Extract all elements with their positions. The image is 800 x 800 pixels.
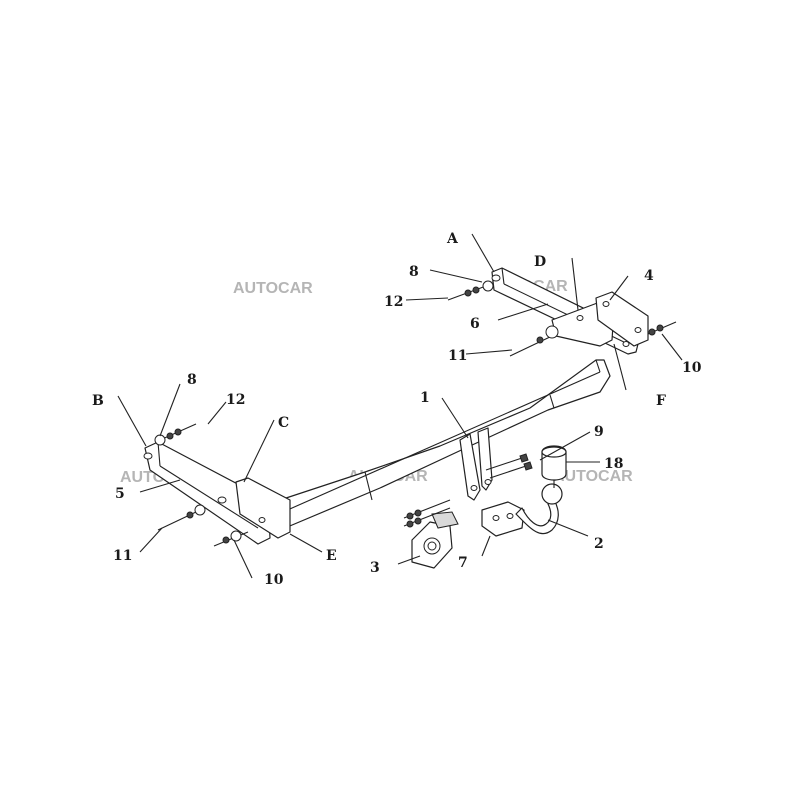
socket-plate — [411, 511, 459, 569]
tow-ball-assembly — [481, 483, 563, 537]
label-part-10-left: 10 — [264, 572, 284, 588]
label-E: E — [326, 548, 337, 564]
label-part-6: 6 — [470, 316, 480, 332]
label-part-8-left: 8 — [187, 372, 197, 388]
bolts-9 — [485, 453, 533, 479]
right-hardware — [447, 280, 677, 357]
plate-4 — [595, 291, 649, 347]
center-hardware — [403, 499, 451, 528]
label-part-3: 3 — [370, 560, 380, 576]
label-F: F — [656, 393, 666, 409]
label-C: C — [278, 415, 289, 431]
label-A: A — [446, 231, 459, 247]
center-mount — [459, 427, 493, 501]
label-part-12-right: 12 — [384, 294, 403, 310]
label-B: B — [92, 393, 104, 409]
label-part-7: 7 — [458, 555, 468, 571]
ball-cover — [541, 445, 567, 488]
label-part-11-left: 11 — [113, 548, 132, 564]
watermark-1: AUTOCAR — [233, 280, 313, 297]
label-part-11-right: 11 — [448, 348, 467, 364]
left-bracket — [143, 441, 291, 545]
cross-beam — [279, 359, 611, 529]
label-D: D — [534, 254, 546, 270]
label-part-18: 18 — [604, 456, 623, 472]
leader-lines — [117, 233, 683, 579]
label-part-4: 4 — [644, 268, 654, 284]
callout-labels: A B C D E F 1 2 3 4 5 6 7 8 8 9 10 10 11… — [92, 231, 702, 588]
label-part-5: 5 — [115, 486, 125, 502]
label-part-10-right: 10 — [682, 360, 702, 376]
watermark-5: AUTOCAR — [553, 468, 633, 485]
left-hardware — [154, 423, 249, 547]
label-part-1: 1 — [420, 390, 430, 406]
label-part-12-left: 12 — [226, 392, 245, 408]
label-part-8-right: 8 — [409, 264, 419, 280]
label-part-2: 2 — [594, 536, 604, 552]
label-part-9: 9 — [594, 424, 604, 440]
